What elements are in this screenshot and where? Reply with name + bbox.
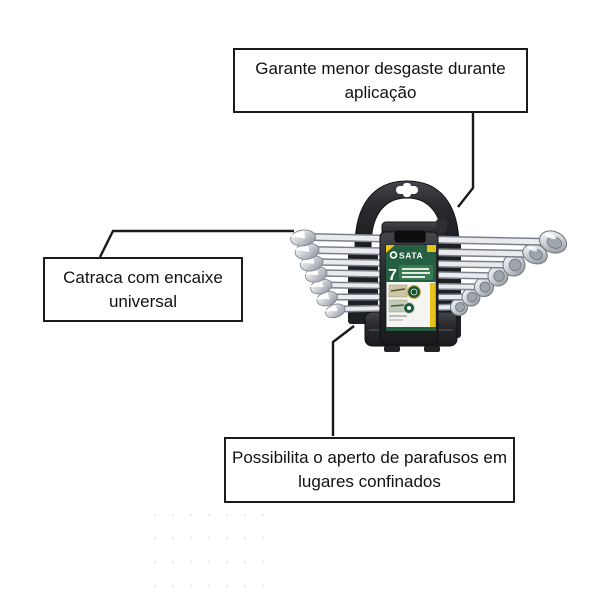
label-seal-icon <box>403 302 415 314</box>
label-badge-icon <box>406 284 422 300</box>
holder-clip-nub <box>436 219 447 232</box>
brand-text: SATA <box>399 251 423 261</box>
callout-box-left: Catraca com encaixe universal <box>43 257 243 322</box>
label-corner-accent-left <box>386 245 395 253</box>
sata-logo-icon <box>389 251 398 259</box>
callout-text-bottom: Possibilita o aperto de parafusos em lug… <box>232 448 507 491</box>
holder-top-slot <box>393 229 427 244</box>
label-caption-bar <box>389 319 403 321</box>
label-info-chip <box>399 265 433 280</box>
label-yellow-stripe <box>430 283 435 327</box>
callout-text-left: Catraca com encaixe universal <box>63 267 223 311</box>
watermark-dots <box>153 513 265 588</box>
holder-foot-left <box>384 346 400 352</box>
label-caption-bar <box>389 315 407 317</box>
callout-box-bottom: Possibilita o aperto de parafusos em lug… <box>224 437 515 503</box>
callout-box-top: Garante menor desgaste durante aplicação <box>233 48 528 113</box>
holder-foot-right <box>424 346 440 352</box>
callout-text-top: Garante menor desgaste durante aplicação <box>255 58 506 102</box>
wrench-set-product: SATA 7 <box>288 180 568 352</box>
piece-count-text: 7 <box>388 267 397 284</box>
label-photo-thumb-2 <box>388 299 408 313</box>
product-label: SATA 7 <box>385 244 437 332</box>
label-photo-thumb-1 <box>388 284 408 298</box>
callout-lines <box>98 112 475 436</box>
callout-line-left <box>98 229 294 258</box>
callout-line-bottom <box>331 325 355 436</box>
label-corner-accent-right <box>427 245 436 252</box>
callout-line-top <box>457 112 475 208</box>
